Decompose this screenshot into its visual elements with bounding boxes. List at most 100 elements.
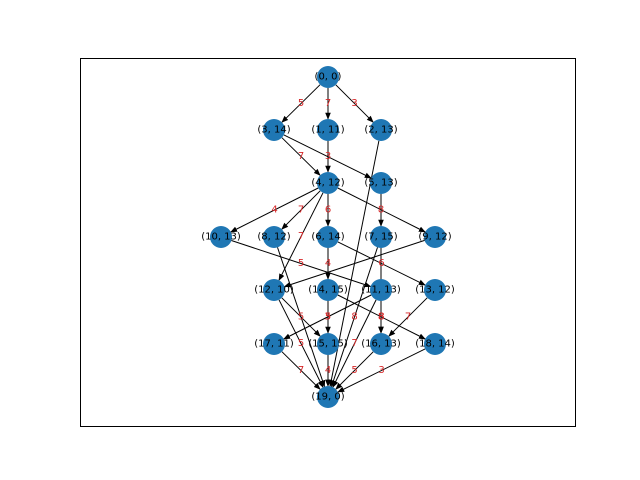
graph-node: (15, 15) [308, 333, 348, 355]
edge-weight-label: 6 [325, 205, 331, 216]
node-circle [317, 279, 339, 301]
edge-18_14-to-19_0 [337, 348, 426, 393]
edge-16_13-to-19_0 [335, 351, 374, 390]
edge-4_12-to-8_12 [281, 190, 321, 230]
graph-node: (17, 11) [254, 333, 294, 355]
graph-node: (12, 10) [254, 279, 294, 301]
graph-node: (19, 0) [311, 386, 345, 408]
node-circle [263, 333, 285, 355]
edge-weight-label: 7 [325, 98, 331, 109]
edge-weight-label: 5 [298, 312, 304, 323]
edge-weight-label: 8 [378, 312, 384, 323]
graph-node: (6, 14) [311, 226, 345, 248]
node-label: (1, 11) [311, 125, 344, 136]
edge-weight-label: 4 [325, 365, 331, 376]
graph-node: (4, 12) [311, 172, 345, 194]
node-label: (6, 14) [311, 232, 344, 243]
edge-weight-label: 8 [378, 312, 384, 323]
node-label: (16, 13) [361, 339, 401, 350]
graph-node: (1, 11) [311, 119, 345, 141]
node-circle [370, 279, 392, 301]
node-label: (7, 15) [364, 232, 397, 243]
edge-weight-label: 5 [325, 312, 331, 323]
edge-weight-label: 7 [351, 338, 357, 349]
edge-4_12-to-10_13 [230, 187, 319, 233]
edge-weight-label: 7 [298, 205, 304, 216]
edge-7_15-to-19_0 [330, 247, 378, 388]
node-circle [263, 226, 285, 248]
node-label: (11, 13) [361, 285, 401, 296]
edge-weight-label: 3 [351, 98, 357, 109]
edge-weight-label: 5 [298, 338, 304, 349]
node-label: (19, 0) [311, 392, 344, 403]
node-label: (10, 13) [201, 232, 241, 243]
node-circle [317, 172, 339, 194]
graph-node: (7, 15) [364, 226, 398, 248]
node-label: (0, 0) [315, 72, 342, 83]
edge-weight-label: 7 [298, 365, 304, 376]
edge-weight-label: 3 [378, 365, 384, 376]
edge-weight-label: 5 [298, 258, 304, 269]
edge-weight-label: 3 [325, 151, 331, 162]
node-circle [370, 333, 392, 355]
edge-weight-label: 7 [298, 231, 304, 242]
edge-weight-label: 8 [378, 205, 384, 216]
node-label: (17, 11) [254, 339, 294, 350]
edge-11_13-to-19_0 [332, 299, 377, 388]
edge-weight-label: 8 [351, 312, 357, 323]
node-circle [317, 119, 339, 141]
graph-node: (16, 13) [361, 333, 401, 355]
node-label: (8, 12) [257, 232, 290, 243]
node-circle [424, 333, 446, 355]
node-circle [370, 119, 392, 141]
edge-12_10-to-19_0 [278, 299, 324, 388]
node-label: (2, 13) [364, 125, 397, 136]
node-label: (5, 13) [364, 178, 397, 189]
node-circle [424, 226, 446, 248]
node-circle [263, 279, 285, 301]
node-label: (15, 15) [308, 339, 348, 350]
graph-node: (14, 15) [308, 279, 348, 301]
graph-node: (5, 13) [364, 172, 398, 194]
node-label: (14, 15) [308, 285, 348, 296]
nodes-layer: (0, 0) (3, 14) (1, 11) (2, 13) (4, 12) (5, 13… [201, 66, 455, 408]
node-label: (12, 10) [254, 285, 294, 296]
edge-0_0-to-2_13 [335, 84, 374, 123]
edge-0_0-to-3_14 [281, 84, 321, 123]
edge-3_14-to-4_12 [281, 137, 321, 176]
node-circle [263, 119, 285, 141]
graph-node: (18, 14) [415, 333, 455, 355]
graph-node: (11, 13) [361, 279, 401, 301]
edge-weight-label: 6 [378, 258, 384, 269]
graph-node: (10, 13) [201, 226, 241, 248]
edge-17_11-to-19_0 [281, 351, 321, 390]
edge-weight-label: 3 [324, 312, 330, 323]
node-circle [317, 333, 339, 355]
node-circle [370, 226, 392, 248]
node-circle [317, 66, 339, 88]
node-label: (3, 14) [257, 125, 290, 136]
graph-node: (9, 12) [418, 226, 452, 248]
node-label: (9, 12) [418, 232, 451, 243]
edge-weight-label: 7 [298, 151, 304, 162]
edge-4_12-to-12_10 [278, 192, 324, 281]
graph-node: (13, 12) [415, 279, 455, 301]
node-circle [317, 226, 339, 248]
node-label: (18, 14) [415, 339, 455, 350]
edge-12_10-to-15_15 [281, 297, 321, 337]
edge-10_13-to-11_13 [231, 240, 372, 288]
graph-node: (3, 14) [257, 119, 291, 141]
plot-frame [80, 58, 576, 427]
edge-9_12-to-12_10 [283, 239, 425, 288]
edge-weight-label: 4 [325, 258, 331, 269]
edge-weight-label: 7 [405, 312, 411, 323]
node-label: (4, 12) [311, 178, 344, 189]
node-circle [317, 386, 339, 408]
graph-node: (0, 0) [315, 66, 342, 88]
node-label: (13, 12) [415, 285, 455, 296]
graph-node: (8, 12) [257, 226, 291, 248]
node-circle [370, 172, 392, 194]
edge-weight-label: 5 [298, 98, 304, 109]
